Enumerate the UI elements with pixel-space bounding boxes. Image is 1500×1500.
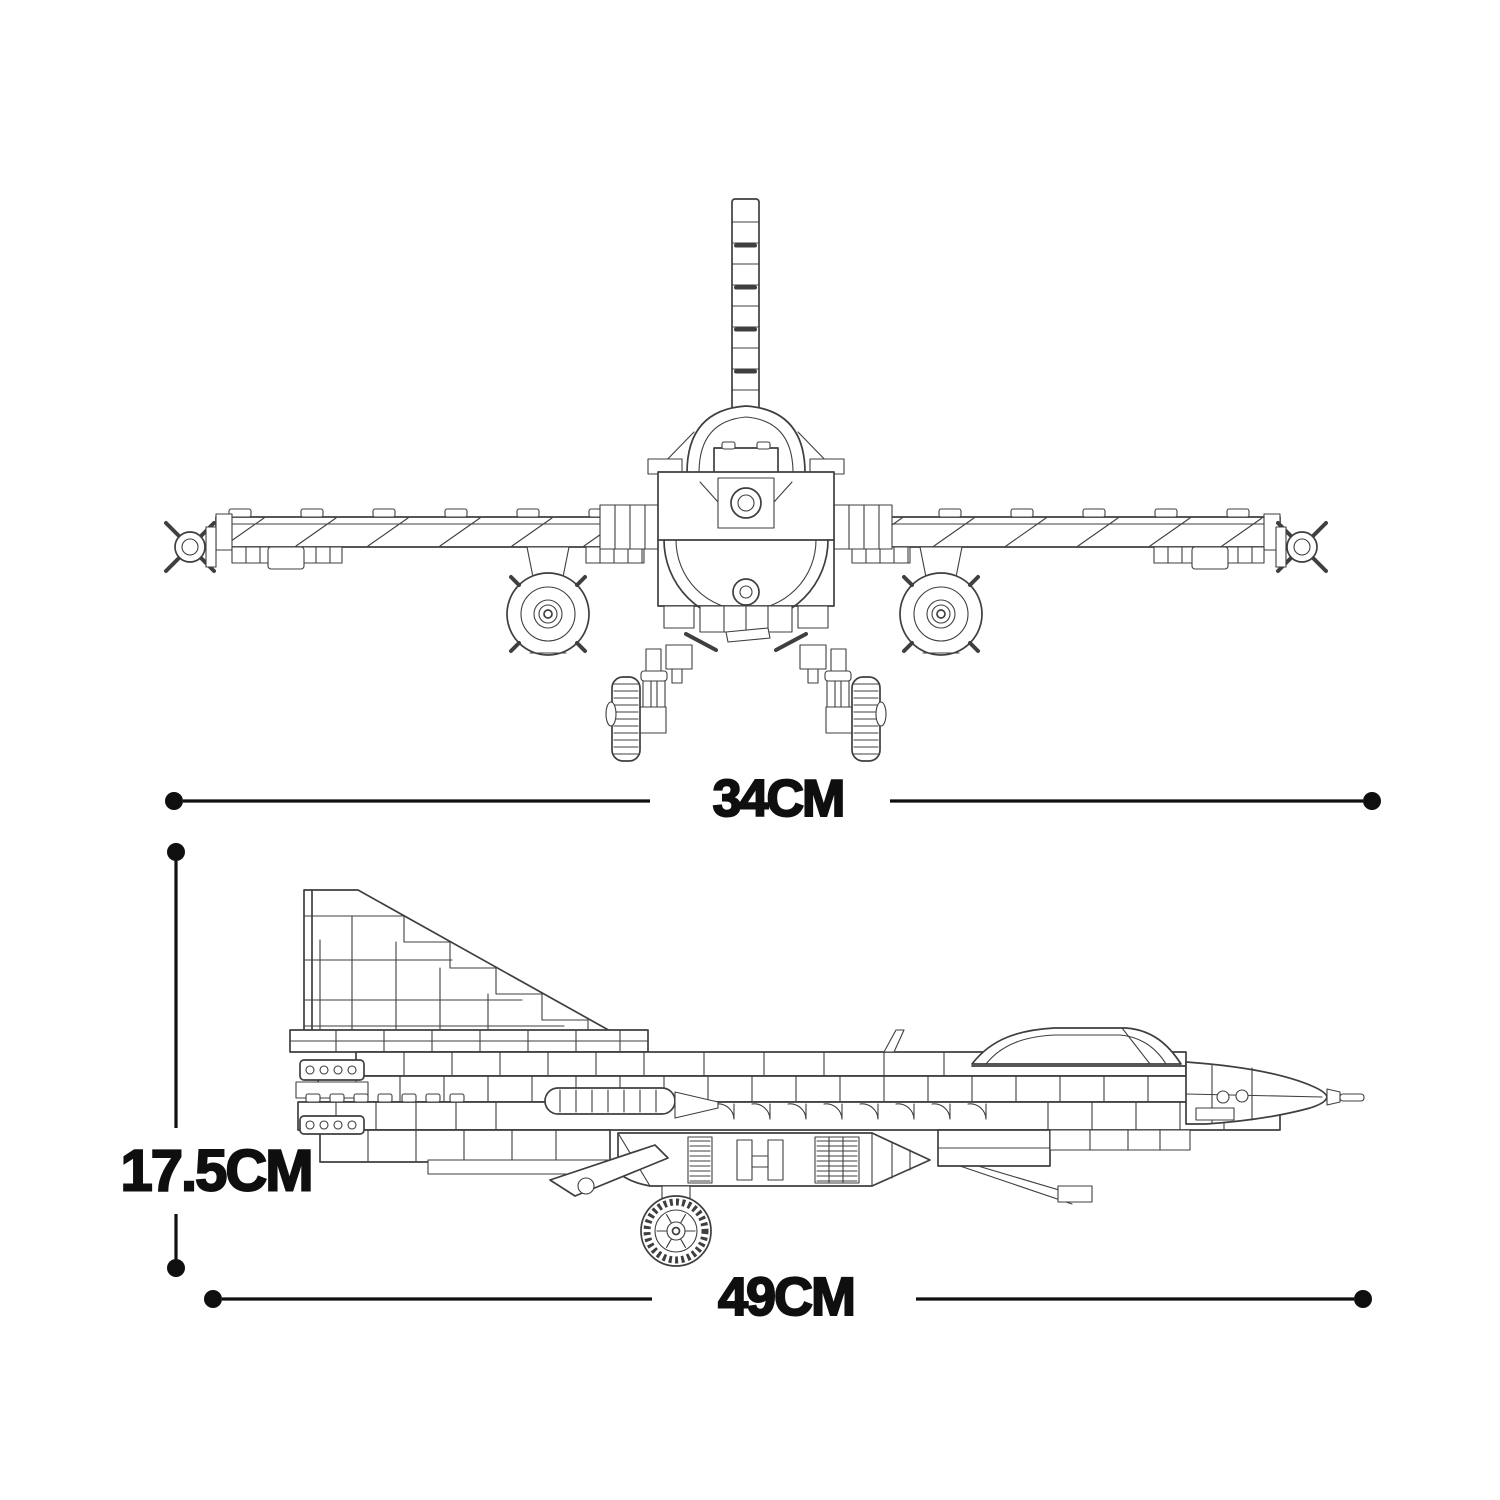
wing-stud xyxy=(938,508,962,518)
wing-stud xyxy=(300,508,324,518)
wing-stud xyxy=(372,508,396,518)
right-underwing-pod xyxy=(899,546,983,656)
belly-fuel-tank xyxy=(617,1132,931,1187)
wing-stud xyxy=(1226,508,1250,518)
wing-plate-joint xyxy=(511,517,553,547)
wing-stud xyxy=(1010,508,1034,518)
dimension-endpoint-dot xyxy=(165,792,183,810)
dimension-endpoint-dot xyxy=(1363,792,1381,810)
pod-fin-tab xyxy=(575,641,587,653)
wingspan-dimension-line xyxy=(165,792,1381,810)
dimension-endpoint-dot xyxy=(1354,1290,1372,1308)
wing-plate-joint xyxy=(1077,517,1119,547)
stud xyxy=(333,1065,343,1075)
wing-plate-joint xyxy=(1149,517,1191,547)
pod-fin-tab xyxy=(968,575,980,587)
stud-nub xyxy=(425,1093,441,1103)
wing-stud xyxy=(1082,508,1106,518)
front-view-drawing xyxy=(164,198,1328,762)
front-landing-gear xyxy=(605,648,887,762)
dimension-endpoint-dot xyxy=(167,1259,185,1277)
pod-fin-tab xyxy=(509,641,521,653)
wing-plate-joint xyxy=(933,517,975,547)
height-dimension-line xyxy=(167,843,185,1277)
wingspan-dimension-label: 34CM xyxy=(712,769,847,829)
stud xyxy=(347,1120,357,1130)
stud-nub xyxy=(353,1093,369,1103)
wing-stud xyxy=(516,508,540,518)
side-view-drawing xyxy=(289,889,1365,1267)
stud xyxy=(333,1120,343,1130)
length-dimension-line xyxy=(204,1290,1372,1308)
dimension-endpoint-dot xyxy=(167,843,185,861)
side-landing-gear-wheel xyxy=(640,1185,712,1267)
stud xyxy=(347,1065,357,1075)
pod-fin-tab xyxy=(902,641,914,653)
right-wingtip-missile xyxy=(1275,521,1328,573)
stud xyxy=(305,1065,315,1075)
wing-plate-joint xyxy=(1221,517,1263,547)
wing-plate-joint xyxy=(295,517,337,547)
stud-nub xyxy=(449,1093,465,1103)
pod-fin-tab xyxy=(509,575,521,587)
stud-nub xyxy=(377,1093,393,1103)
stud xyxy=(305,1120,315,1130)
left-underwing-pod xyxy=(506,546,590,656)
pod-fin-tab xyxy=(575,575,587,587)
wing-plate-joint xyxy=(1005,517,1047,547)
stud-nub xyxy=(305,1093,321,1103)
stud-nub xyxy=(401,1093,417,1103)
dimension-endpoint-dot xyxy=(204,1290,222,1308)
stud-nub xyxy=(329,1093,345,1103)
pod-fin-tab xyxy=(968,641,980,653)
left-wingtip-missile xyxy=(164,521,217,573)
wing-stud xyxy=(1154,508,1178,518)
height-dimension-label: 17.5CM xyxy=(119,1137,314,1204)
wing-stud xyxy=(444,508,468,518)
stud xyxy=(319,1065,329,1075)
pod-fin-tab xyxy=(902,575,914,587)
wing-stud xyxy=(228,508,252,518)
wing-plate-joint xyxy=(439,517,481,547)
wing-plate-joint xyxy=(367,517,409,547)
stud xyxy=(319,1120,329,1130)
length-dimension-label: 49CM xyxy=(717,1266,857,1328)
